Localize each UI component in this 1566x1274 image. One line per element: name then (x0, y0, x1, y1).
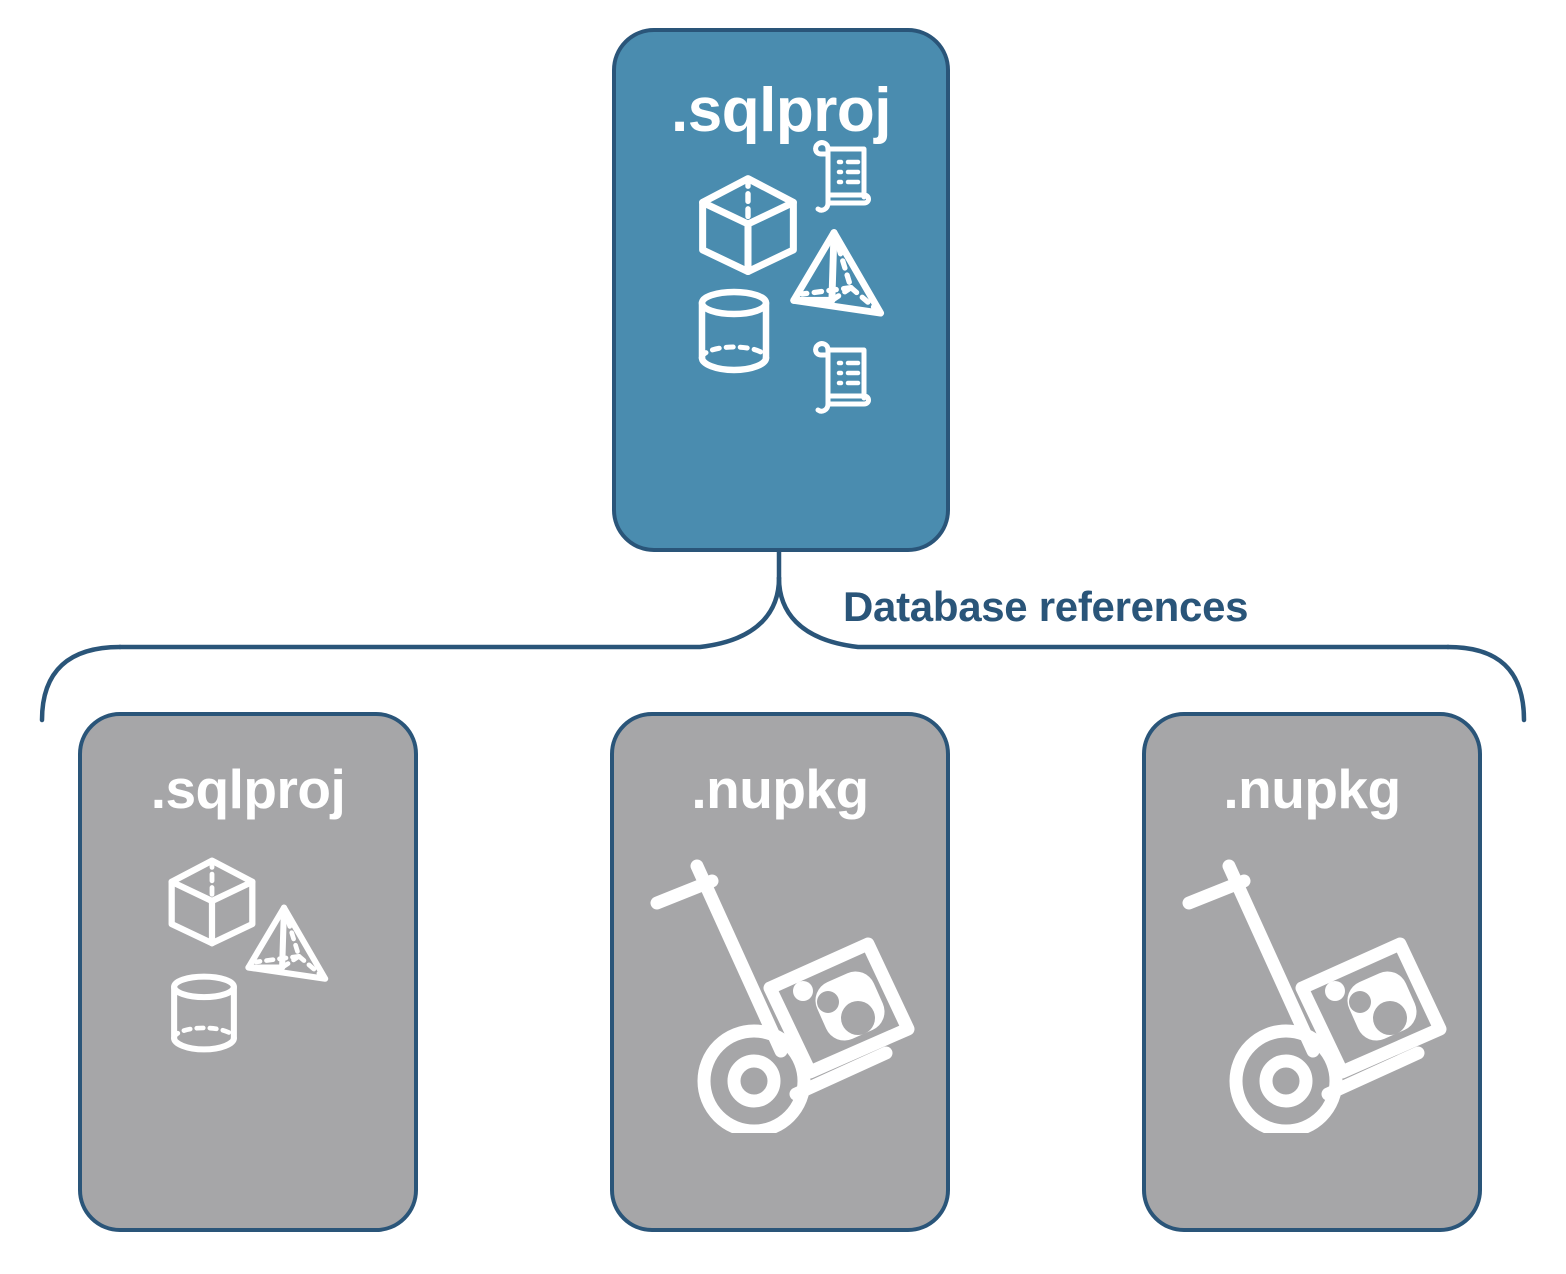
database-references-connector (39, 549, 1527, 723)
connector-label: Database references (843, 583, 1249, 630)
node-reference-nupkg-1[interactable]: .nupkg (610, 712, 950, 1232)
cube-icon (699, 175, 797, 276)
cylinder-icon (698, 288, 770, 374)
node-artwork (616, 140, 946, 548)
node-title: .sqlproj (150, 758, 346, 820)
node-root-sqlproj[interactable]: .sqlproj (612, 28, 950, 552)
node-title: .nupkg (691, 758, 869, 820)
node-title: .nupkg (1223, 758, 1401, 820)
scroll-icon (813, 341, 871, 414)
hand-truck-package-icon (650, 859, 915, 1133)
node-artwork (82, 817, 414, 1228)
node-reference-sqlproj[interactable]: .sqlproj (78, 712, 418, 1232)
cylinder-icon (171, 973, 237, 1053)
scroll-icon (813, 140, 871, 213)
node-artwork (1146, 817, 1478, 1228)
pyramid-icon (790, 229, 885, 317)
cube-icon (168, 857, 256, 947)
hand-truck-package-icon (1182, 859, 1447, 1133)
node-title: .sqlproj (671, 76, 891, 145)
node-artwork (614, 817, 946, 1228)
node-reference-nupkg-2[interactable]: .nupkg (1142, 712, 1482, 1232)
pyramid-icon (245, 904, 329, 982)
